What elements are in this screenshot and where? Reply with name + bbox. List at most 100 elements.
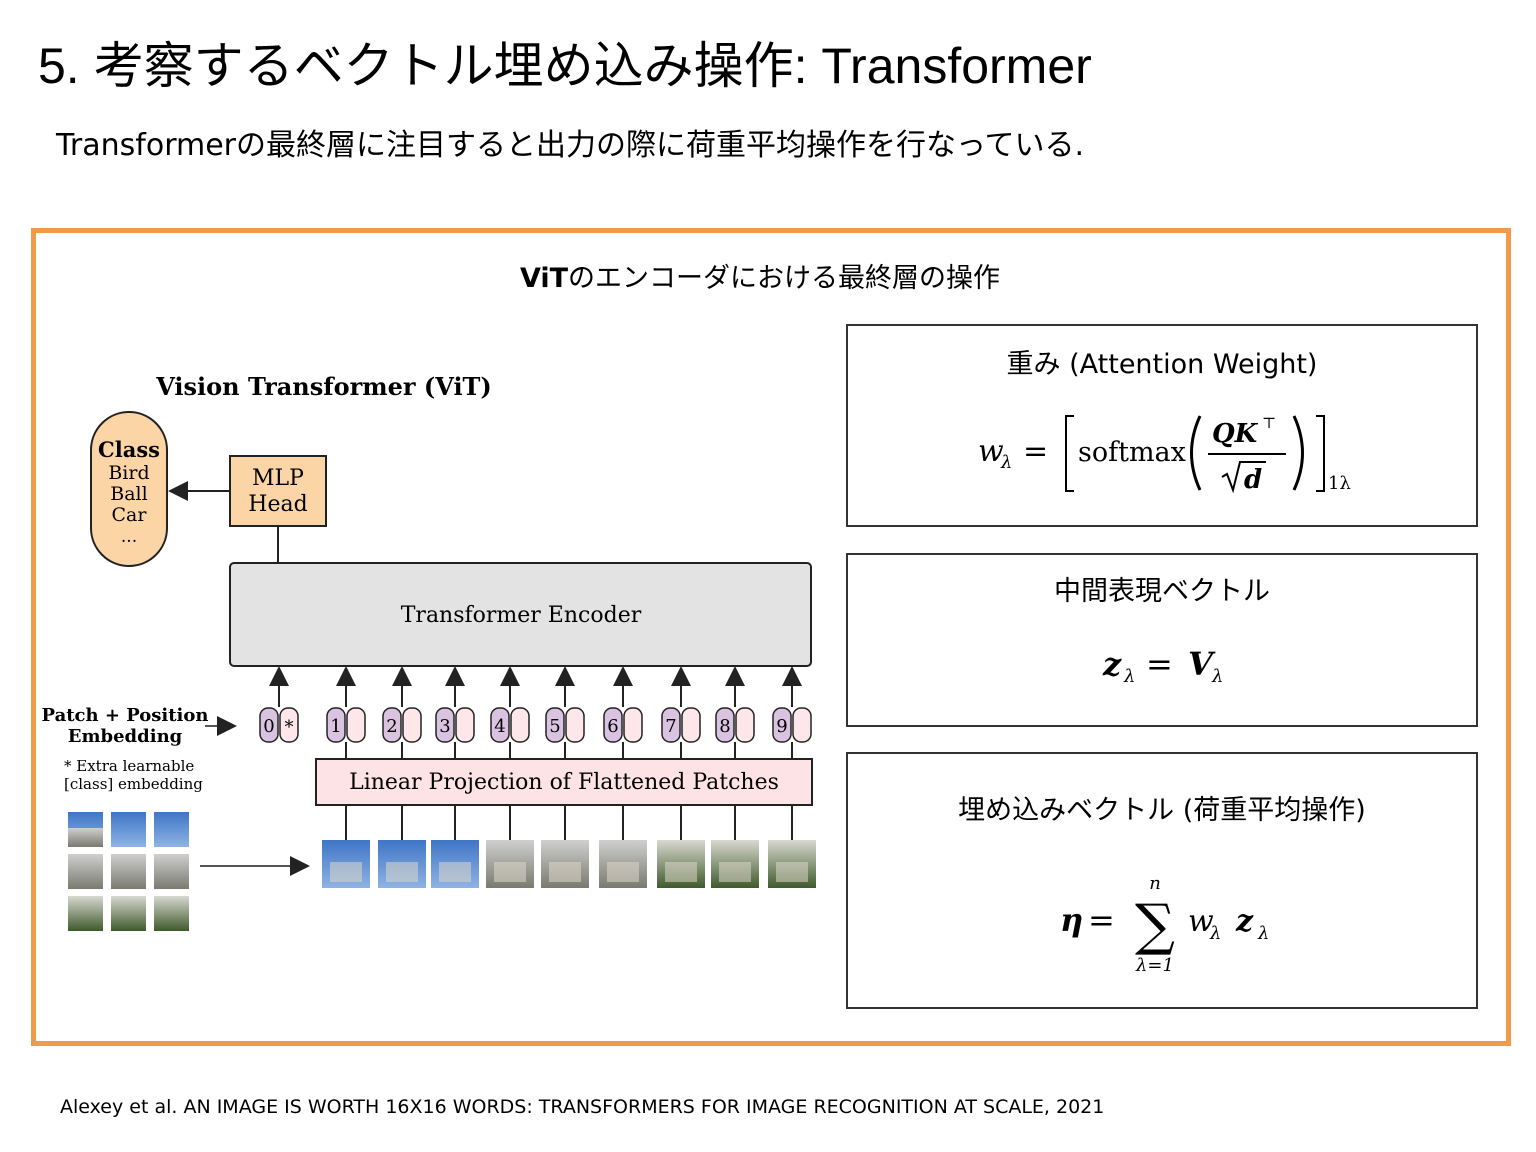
patch-thumbnail-detail xyxy=(607,862,639,882)
formula-lhs: z xyxy=(1102,645,1122,683)
formula-term1-sub: λ xyxy=(1209,923,1221,944)
formula-lhs-sub: λ xyxy=(1123,666,1135,687)
position-embedding xyxy=(259,707,279,743)
highlight-frame xyxy=(31,228,1511,1046)
flattened-patches xyxy=(322,805,816,888)
formula-numerator: QK xyxy=(1212,419,1259,449)
sum-lower-limit: λ=1 xyxy=(1135,955,1174,976)
patch-embedding xyxy=(346,707,366,743)
position-embedding xyxy=(326,707,346,743)
citation: Alexey et al. AN IMAGE IS WORTH 16X16 WO… xyxy=(60,1096,1105,1118)
sum-sign: ∑ xyxy=(1135,893,1175,958)
position-embedding xyxy=(490,707,510,743)
embedding-vector-heading: 埋め込みベクトル (荷重平均操作) xyxy=(958,795,1366,826)
position-index: 0 xyxy=(263,716,274,737)
position-embedding xyxy=(715,707,735,743)
position-index: 8 xyxy=(719,716,730,737)
patch-thumbnail-detail xyxy=(330,862,362,882)
sqrt-sign xyxy=(1221,461,1266,494)
position-index: 1 xyxy=(330,716,341,737)
right-paren xyxy=(1292,415,1304,491)
patch-position-label: Patch + Position xyxy=(42,705,209,726)
attention-weight-heading: 重み (Attention Weight) xyxy=(1006,349,1318,380)
patch-thumbnail-detail xyxy=(549,862,581,882)
embedding-tokens: 0 * 1 2 3 4 5 6 7 8 9 xyxy=(259,666,812,759)
formula-denominator: d xyxy=(1244,465,1262,495)
formula-term2: z xyxy=(1235,904,1254,939)
patch-embedding xyxy=(623,707,643,743)
patch-embedding xyxy=(402,707,422,743)
frame-title-rest: のエンコーダにおける最終層の操作 xyxy=(568,263,1001,294)
formula-numerator-sup: ⊤ xyxy=(1262,414,1276,432)
patch-embedding xyxy=(510,707,530,743)
patch-position-label: Embedding xyxy=(68,726,183,747)
position-embedding xyxy=(772,707,792,743)
formula-lhs: w xyxy=(978,434,1004,469)
position-embedding xyxy=(603,707,623,743)
class-capsule xyxy=(90,411,168,567)
class-token-marker: * xyxy=(285,717,294,738)
patch-thumbnail-detail xyxy=(494,862,526,882)
class-item: ... xyxy=(121,527,137,547)
frame-title-bold: ViT xyxy=(519,263,569,294)
right-bracket xyxy=(1316,415,1325,492)
formula-result-sub: 1λ xyxy=(1328,473,1351,494)
patch-thumbnail-detail xyxy=(776,862,808,882)
source-image-grid xyxy=(68,812,189,931)
position-index: 3 xyxy=(439,716,450,737)
intermediate-vector-formula: z λ = V λ xyxy=(1102,645,1223,687)
linear-projection-box xyxy=(315,758,813,806)
class-item: Bird xyxy=(108,462,149,484)
formula-term2-sub: λ xyxy=(1257,923,1269,944)
patch-embedding xyxy=(455,707,475,743)
equals-sign: = xyxy=(1088,901,1115,939)
formula-rhs-sub: λ xyxy=(1211,666,1223,687)
intermediate-vector-box: 中間表現ベクトル z λ = V λ xyxy=(846,553,1478,727)
mlp-head-line2: Head xyxy=(248,492,307,517)
embedding-vector-formula: η = n ∑ λ=1 w λ z λ xyxy=(1060,873,1269,976)
position-index: 6 xyxy=(607,716,618,737)
formula-rhs: V xyxy=(1188,645,1216,683)
formula-lhs: η xyxy=(1060,901,1083,939)
class-item: Ball xyxy=(110,483,147,505)
formula-lhs-sub: λ xyxy=(1000,452,1012,473)
intermediate-vector-heading: 中間表現ベクトル xyxy=(1054,576,1270,607)
frame-title: ViTのエンコーダにおける最終層の操作 xyxy=(0,256,1520,295)
position-embedding xyxy=(382,707,402,743)
patch-thumbnail-detail xyxy=(386,862,418,882)
mlp-head-box xyxy=(229,455,327,527)
patch-embedding xyxy=(565,707,585,743)
slide-subtitle: Transformerの最終層に注目すると出力の際に荷重平均操作を行なっている. xyxy=(56,128,1085,163)
position-index: 5 xyxy=(549,716,560,737)
attention-weight-box: 重み (Attention Weight) w λ = softmax QK ⊤… xyxy=(846,324,1478,527)
extra-note: [class] embedding xyxy=(64,775,203,793)
linear-projection-label: Linear Projection of Flattened Patches xyxy=(349,770,779,795)
equals-sign: = xyxy=(1146,645,1173,683)
position-embedding xyxy=(661,707,681,743)
patch-embedding xyxy=(792,707,812,743)
extra-note: * Extra learnable xyxy=(64,757,194,775)
position-embedding xyxy=(545,707,565,743)
class-item: Car xyxy=(112,504,148,526)
equals-sign: = xyxy=(1023,434,1048,469)
position-index: 9 xyxy=(776,716,787,737)
formula-term1: w xyxy=(1188,904,1214,939)
patch-thumbnail-detail xyxy=(439,862,471,882)
patch-thumbnail-detail xyxy=(719,862,751,882)
patch-embedding xyxy=(735,707,755,743)
patch-embedding xyxy=(681,707,701,743)
slide-title: 5. 考察するベクトル埋め込み操作: Transformer xyxy=(38,38,1092,94)
position-index: 2 xyxy=(386,716,397,737)
diagram-heading: Vision Transformer (ViT) xyxy=(155,372,492,401)
sum-upper-limit: n xyxy=(1149,873,1161,894)
left-paren xyxy=(1190,415,1202,491)
position-embedding xyxy=(435,707,455,743)
attention-weight-formula: w λ = softmax QK ⊤ d 1λ xyxy=(978,414,1351,495)
patch-thumbnail-detail xyxy=(665,862,697,882)
class-title: Class xyxy=(98,437,160,462)
left-bracket xyxy=(1065,415,1074,492)
position-index: 4 xyxy=(494,716,505,737)
transformer-encoder-box xyxy=(229,562,812,667)
position-index: 7 xyxy=(665,716,676,737)
patch-embedding xyxy=(279,707,299,743)
